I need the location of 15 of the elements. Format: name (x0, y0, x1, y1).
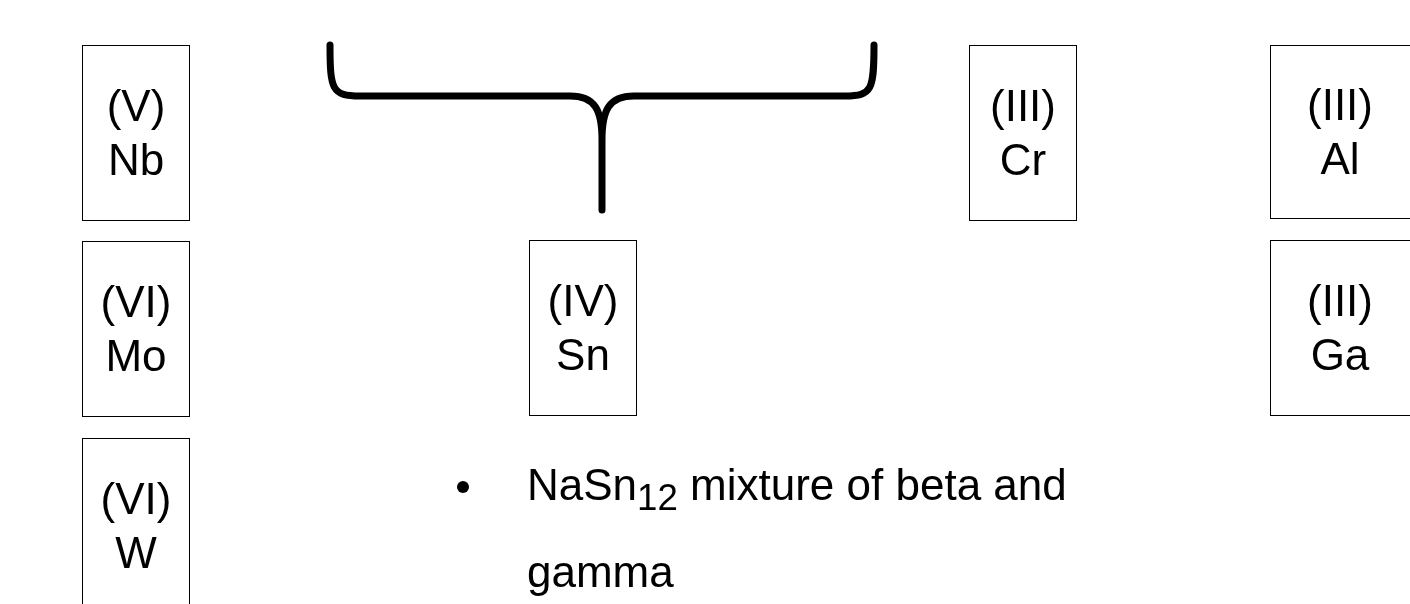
element-box (1270, 240, 1410, 416)
element-box (1270, 45, 1410, 219)
element-box (82, 241, 190, 417)
note-text: NaSn$_{12}$ mixture of beta and gamma (527, 459, 1068, 598)
element-label: (III) Al (1306, 79, 1374, 185)
element-box (82, 45, 190, 221)
element-label: (IV) Sn (546, 275, 620, 381)
element-box (529, 240, 637, 416)
element-label: (VI) W (99, 473, 173, 579)
element-box (969, 45, 1077, 221)
element-box (82, 438, 190, 604)
element-label: (V) Nb (105, 80, 167, 186)
element-label: (III) Cr (989, 80, 1057, 186)
element-label: (VI) Mo (99, 276, 173, 382)
element-label: (III) Ga (1306, 275, 1374, 381)
